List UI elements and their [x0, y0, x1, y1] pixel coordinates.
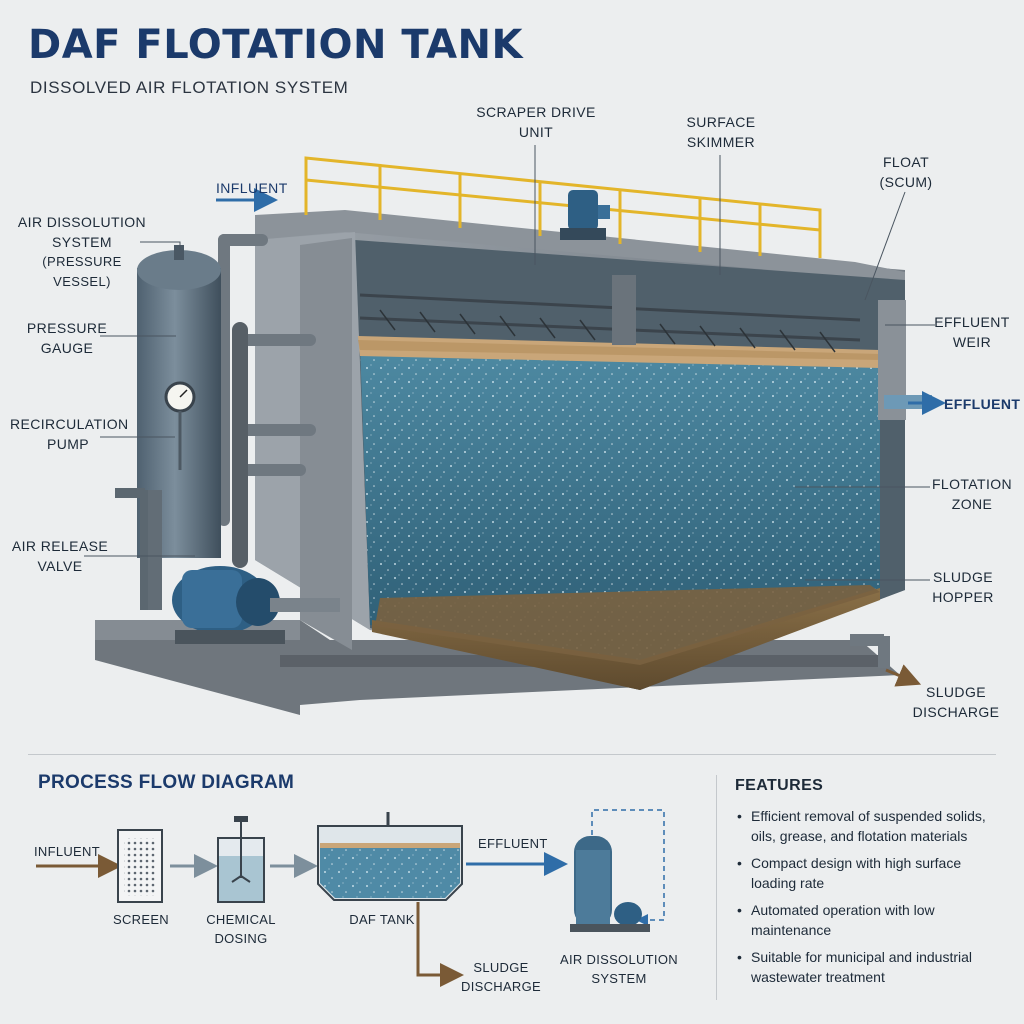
pfd-arrows — [36, 809, 665, 987]
sludge-discharge-line-1: SLUDGE — [926, 684, 986, 700]
section-divider — [28, 754, 996, 755]
sludge-hopper-label: SLUDGE HOPPER — [926, 567, 1000, 607]
pfd-air-dissolution-line-1: AIR DISSOLUTION — [560, 952, 678, 967]
pfd-chemical-dosing-line-2: DOSING — [214, 931, 268, 946]
float-scum-line-2: (SCUM) — [879, 174, 933, 190]
pressure-vessel — [115, 245, 221, 610]
sludge-hopper — [372, 585, 880, 690]
air-dissolution-line-1: AIR DISSOLUTION — [17, 214, 147, 230]
inlet-piping — [218, 234, 316, 526]
flotation-zone-label: FLOTATION ZONE — [926, 474, 1018, 514]
recirculation-pump-line-2: PUMP — [46, 436, 90, 452]
recirculation-pump — [172, 566, 340, 644]
air-release-valve-label: AIR RELEASE VALVE — [10, 536, 110, 576]
effluent-weir-line-2: WEIR — [952, 334, 992, 350]
safety-railing — [304, 156, 822, 258]
float-scum-label: FLOAT (SCUM) — [868, 152, 944, 192]
pressure-gauge-label: PRESSURE GAUGE — [24, 318, 110, 358]
pfd-sludge-discharge-label: SLUDGE DISCHARGE — [458, 958, 544, 996]
scraper-drive-motor — [560, 190, 610, 240]
pfd-effluent-label: EFFLUENT — [478, 836, 548, 851]
sludge-hopper-line-2: HOPPER — [932, 589, 994, 605]
pfd-chemical-dosing-icon — [217, 816, 265, 903]
air-release-valve-line-2: VALVE — [37, 558, 83, 574]
pfd-chemical-dosing-label: CHEMICAL DOSING — [200, 910, 282, 948]
pfd-sludge-discharge-line-2: DISCHARGE — [461, 979, 541, 994]
effluent-weir-line-1: EFFLUENT — [934, 314, 1010, 330]
surface-skimmer-line-2: SKIMMER — [686, 134, 756, 150]
column-divider — [716, 775, 717, 1000]
effluent-label: EFFLUENT — [944, 396, 1021, 412]
air-dissolution-system-label: AIR DISSOLUTION SYSTEM (PRESSURE VESSEL) — [16, 212, 148, 292]
page-subtitle: DISSOLVED AIR FLOTATION SYSTEM — [30, 78, 349, 97]
feature-item: Suitable for municipal and industrial wa… — [735, 947, 1005, 987]
sludge-discharge-label: SLUDGE DISCHARGE — [908, 682, 1004, 722]
scraper-drive-unit-line-2: UNIT — [518, 124, 554, 140]
pfd-daf-tank-label: DAF TANK — [349, 912, 415, 927]
sludge-discharge-pipe — [850, 634, 890, 668]
pfd-air-dissolution-icon — [570, 836, 650, 932]
recirculation-pump-line-1: RECIRCULATION — [10, 416, 129, 432]
pfd-air-dissolution-label: AIR DISSOLUTION SYSTEM — [560, 950, 678, 988]
flotation-zone-line-2: ZONE — [951, 496, 993, 512]
pfd-screen-icon — [117, 829, 163, 903]
features-title: FEATURES — [735, 777, 824, 794]
pfd-influent-label: INFLUENT — [34, 844, 100, 859]
process-flow-title: PROCESS FLOW DIAGRAM — [38, 772, 295, 793]
pressure-gauge-line-1: PRESSURE — [26, 320, 108, 336]
effluent-weir-label: EFFLUENT WEIR — [930, 312, 1014, 352]
sludge-hopper-line-1: SLUDGE — [933, 569, 993, 585]
float-scum-line-1: FLOAT — [882, 154, 930, 170]
scraper-drive-unit-label: SCRAPER DRIVE UNIT — [472, 102, 600, 142]
recirculation-pump-label: RECIRCULATION PUMP — [10, 414, 129, 454]
air-dissolution-line-2: SYSTEM — [52, 234, 112, 250]
feature-item: Efficient removal of suspended solids, o… — [735, 806, 1005, 846]
air-release-valve-line-1: AIR RELEASE — [11, 538, 109, 554]
page-title: DAF FLOTATION TANK — [28, 22, 524, 68]
sludge-discharge-arrow — [885, 664, 922, 687]
pfd-chemical-dosing-line-1: CHEMICAL — [206, 912, 276, 927]
pfd-screen-label: SCREEN — [113, 912, 169, 927]
feature-item: Automated operation with low maintenance — [735, 900, 1005, 940]
pfd-daf-tank-icon — [317, 812, 463, 901]
sludge-discharge-line-2: DISCHARGE — [912, 704, 1000, 720]
flotation-zone — [360, 345, 880, 660]
surface-skimmer-line-1: SURFACE — [686, 114, 756, 130]
influent-label: INFLUENT — [216, 180, 288, 196]
pfd-sludge-discharge-line-1: SLUDGE — [473, 960, 529, 975]
surface-skimmer-label: SURFACE SKIMMER — [676, 112, 766, 152]
float-scum-layer — [358, 336, 880, 368]
surface-skimmer — [359, 275, 861, 353]
feature-item: Compact design with high surface loading… — [735, 853, 1005, 893]
pressure-gauge-line-2: GAUGE — [40, 340, 94, 356]
flotation-zone-line-1: FLOTATION — [931, 476, 1013, 492]
air-dissolution-line-3: (PRESSURE VESSEL) — [42, 254, 122, 289]
scraper-drive-unit-line-1: SCRAPER DRIVE — [476, 104, 596, 120]
pfd-air-dissolution-line-2: SYSTEM — [591, 971, 647, 986]
features-list: Efficient removal of suspended solids, o… — [735, 806, 1005, 994]
pressure-gauge — [164, 381, 196, 470]
leader-lines — [84, 145, 935, 581]
